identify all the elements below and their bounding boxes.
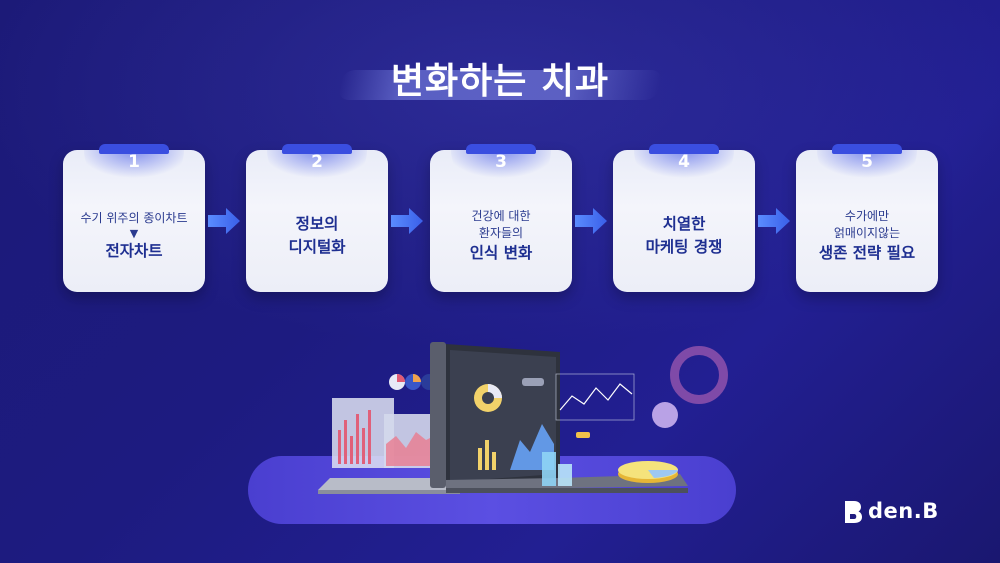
step-tab xyxy=(832,144,902,154)
step-body: 수기 위주의 종이차트 ▼ 전자차트 xyxy=(63,186,205,286)
brand-logo: den.B xyxy=(842,499,952,527)
down-triangle-icon: ▼ xyxy=(129,226,139,240)
step-card-bg xyxy=(63,150,205,292)
laptop-icon xyxy=(318,342,688,494)
step-card-3: 3 건강에 대한 환자들의 인식 변화 xyxy=(430,144,572,292)
arrow-right-icon xyxy=(758,208,790,234)
step-highlight: 생존 전략 필요 xyxy=(818,243,916,262)
step-tab xyxy=(282,144,352,154)
step-text: 환자들의 xyxy=(478,225,524,240)
title-area: 변화하는 치과 xyxy=(330,48,670,108)
arrow-right-icon xyxy=(391,208,423,234)
step-highlight: 치열한 xyxy=(662,215,706,233)
dot-decoration xyxy=(652,402,678,428)
step-text: 얽매이지않는 xyxy=(833,225,901,240)
den-b-logo-icon xyxy=(845,501,862,523)
arrow-right-icon xyxy=(208,208,240,234)
step-number: 5 xyxy=(861,152,873,172)
step-highlight: 디지털화 xyxy=(288,238,346,256)
step-number: 1 xyxy=(128,152,140,172)
step-text: 수기 위주의 종이차트 xyxy=(80,210,188,225)
step-card-bg xyxy=(613,150,755,292)
step-card-1: 1 수기 위주의 종이차트 ▼ 전자차트 xyxy=(63,144,205,292)
ring-decoration xyxy=(670,346,728,404)
step-body: 건강에 대한 환자들의 인식 변화 xyxy=(430,186,572,286)
step-highlight: 마케팅 경쟁 xyxy=(645,238,723,256)
page-title: 변화하는 치과 xyxy=(390,61,610,102)
brand-name: den.B xyxy=(868,499,939,523)
step-number: 4 xyxy=(678,152,690,172)
step-number: 3 xyxy=(495,152,507,172)
step-highlight: 전자차트 xyxy=(105,241,163,260)
step-highlight: 인식 변화 xyxy=(469,243,533,262)
step-card-bg xyxy=(246,150,388,292)
step-card-bg xyxy=(430,150,572,292)
step-card-bg xyxy=(796,150,938,292)
step-card-2: 2 정보의 디지털화 xyxy=(246,144,388,292)
step-tab xyxy=(99,144,169,154)
step-body: 정보의 디지털화 xyxy=(246,186,388,286)
step-card-4: 4 치열한 마케팅 경쟁 xyxy=(613,144,755,292)
step-highlight: 정보의 xyxy=(295,215,339,233)
step-body: 치열한 마케팅 경쟁 xyxy=(613,186,755,286)
step-text: 건강에 대한 xyxy=(471,208,531,223)
step-tab xyxy=(649,144,719,154)
step-number: 2 xyxy=(311,152,323,172)
step-text: 수가에만 xyxy=(844,208,890,223)
step-tab xyxy=(466,144,536,154)
step-card-5: 5 수가에만 얽매이지않는 생존 전략 필요 xyxy=(796,144,938,292)
arrow-right-icon xyxy=(575,208,607,234)
step-body: 수가에만 얽매이지않는 생존 전략 필요 xyxy=(796,186,938,286)
